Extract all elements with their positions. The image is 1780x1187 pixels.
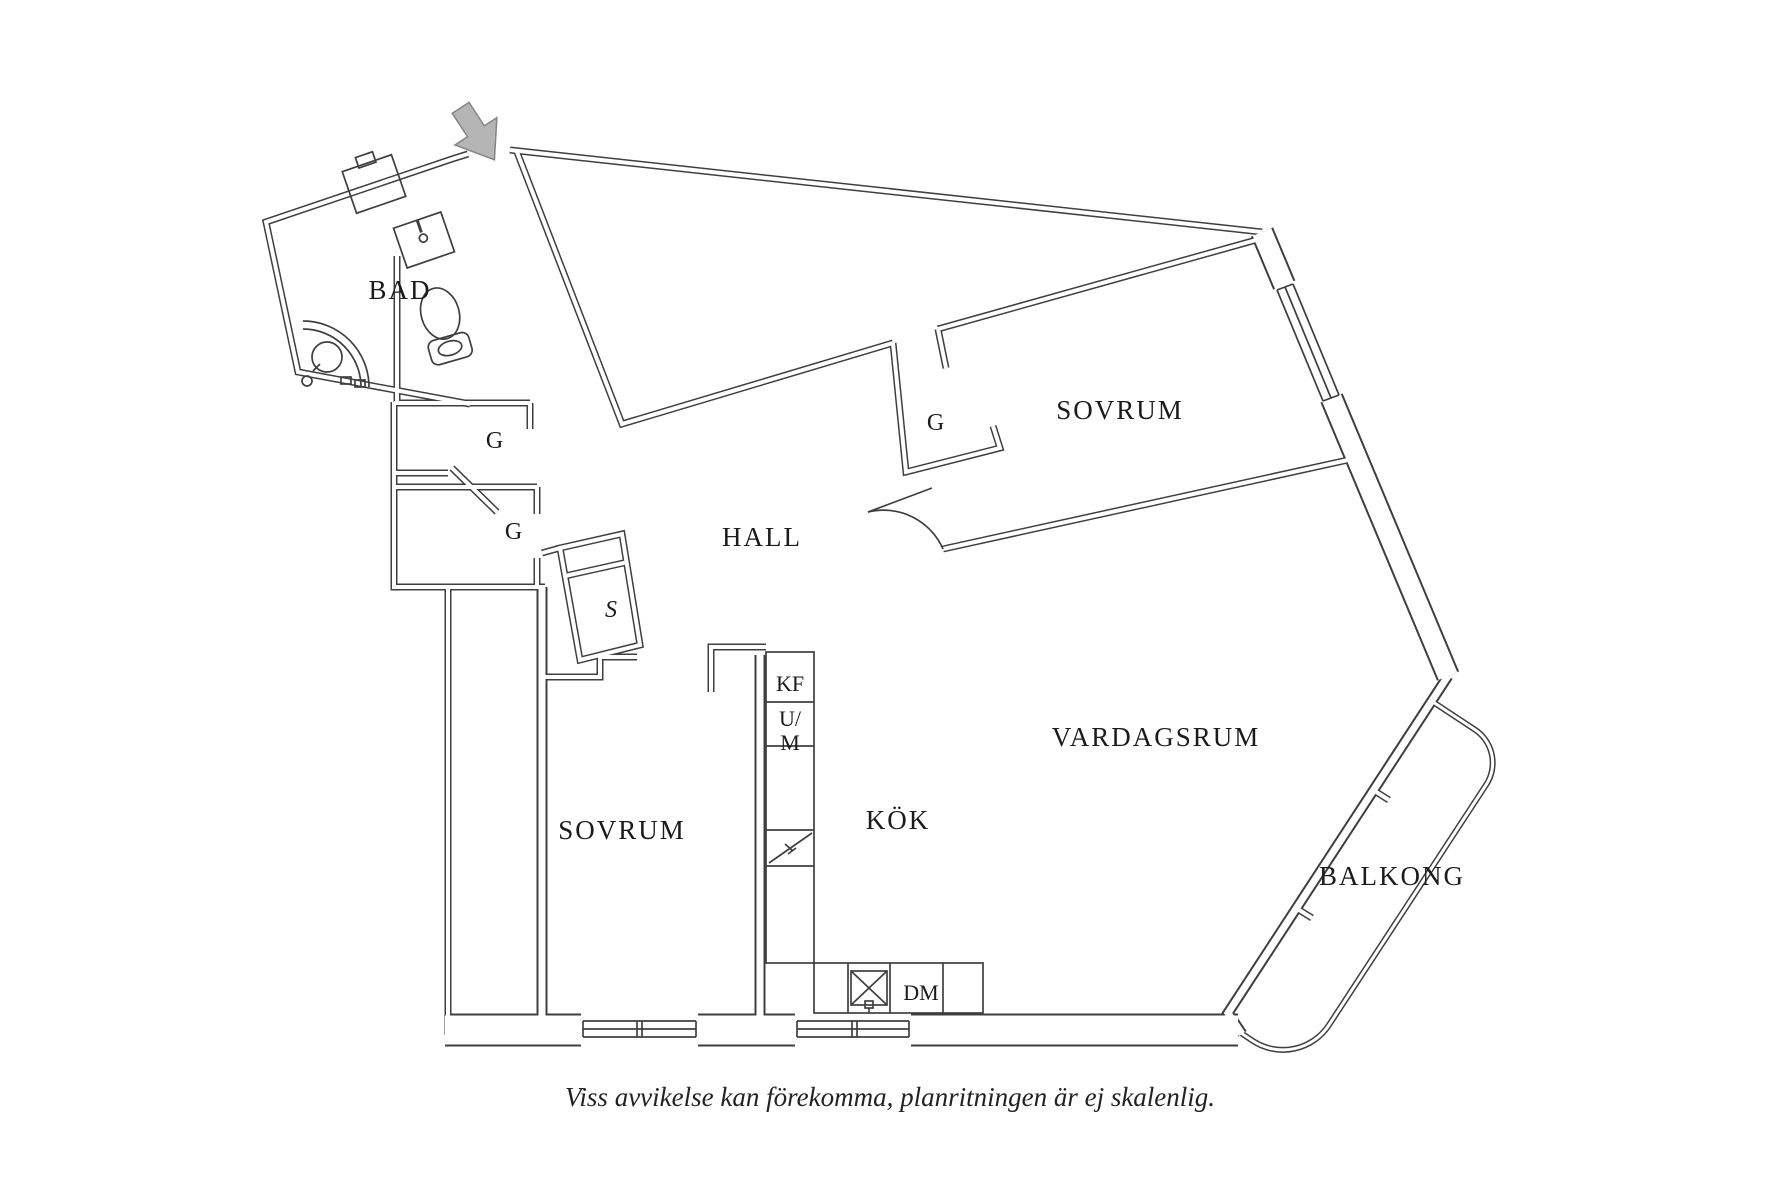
sink-icon — [392, 210, 456, 270]
wall-left-outer — [390, 402, 452, 1035]
window-kitchen-icon — [796, 1020, 910, 1038]
label-closet-s: S — [605, 597, 617, 623]
window-cutouts — [581, 279, 1346, 1047]
wall-closet-s — [555, 529, 644, 665]
stove-icon — [768, 832, 813, 864]
room-labels: BAD HALL SOVRUM SOVRUM KÖK VARDAGSRUM BA… — [368, 275, 1465, 1005]
label-closet-1: G — [486, 428, 504, 454]
label-closet-top: G — [927, 410, 945, 436]
label-dishwasher: DM — [903, 980, 938, 1005]
door-swing-bedroom-top — [867, 487, 944, 550]
shower-icon — [301, 320, 370, 388]
label-washer-line2: M — [780, 730, 800, 755]
label-kitchen: KÖK — [866, 805, 931, 835]
label-bathroom: BAD — [368, 275, 431, 305]
label-balcony: BALKONG — [1319, 861, 1465, 891]
toilet-icon — [419, 287, 474, 366]
label-closet-2: G — [505, 519, 523, 545]
kitchen-cabinetry — [765, 651, 984, 1014]
wall-entry-corridor — [513, 150, 895, 429]
label-hall: HALL — [722, 522, 802, 552]
cabinet-icon — [341, 150, 407, 215]
bathroom-fixtures — [301, 150, 474, 388]
label-bedroom-left: SOVRUM — [558, 815, 686, 845]
kitchen-sink-icon — [850, 970, 888, 1013]
label-living-room: VARDAGSRUM — [1052, 722, 1261, 752]
label-washer-line1: U/ — [779, 706, 802, 731]
window-bedroom-icon — [582, 1020, 697, 1038]
window-right-icon — [1276, 283, 1340, 402]
kitchen-counter — [813, 962, 984, 1014]
kitchen-appliance-column — [765, 651, 815, 964]
label-bedroom-top: SOVRUM — [1056, 395, 1184, 425]
label-fridge-freezer: KF — [776, 671, 804, 696]
footer-disclaimer: Viss avvikelse kan förekomma, planritnin… — [565, 1082, 1215, 1112]
entry-arrow-icon — [451, 101, 498, 161]
